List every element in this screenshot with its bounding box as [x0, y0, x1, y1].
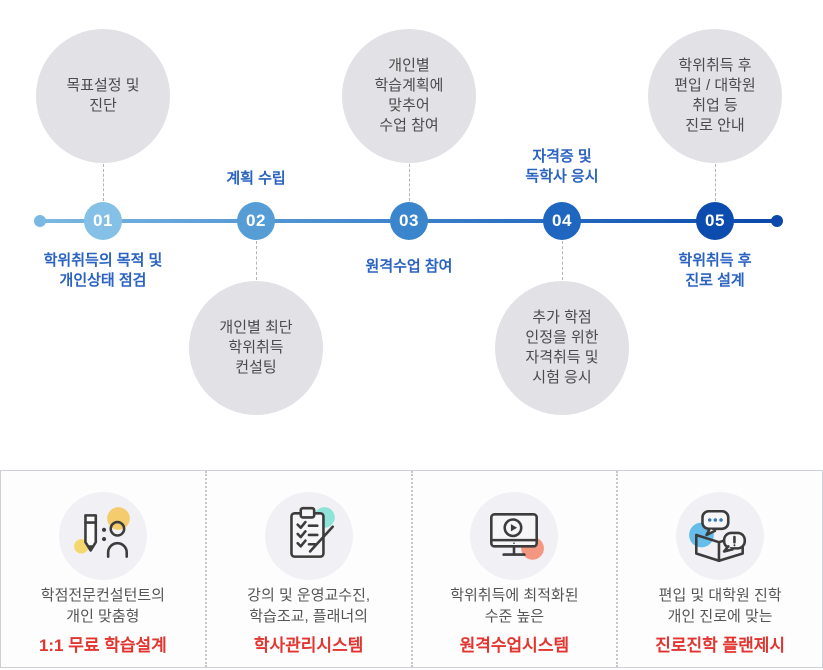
- monitor-play-icon: [470, 492, 559, 580]
- step-1-number: 01: [84, 202, 122, 240]
- feature-highlight: 1:1 무료 학습설계: [38, 635, 167, 655]
- feature-highlight: 학사관리시스템: [253, 635, 364, 655]
- step-2-connector: [256, 241, 257, 280]
- step-3-connector: [409, 164, 410, 201]
- step-3-bubble: 개인별 학습계획에 맞추어 수업 참여: [342, 29, 476, 163]
- step-2-label: 계획 수립: [226, 170, 286, 187]
- feature-card-learning-design: 학점전문컨설턴트의 개인 맞춤형 1:1 무료 학습설계: [1, 471, 205, 667]
- timeline-start-dot: [34, 215, 46, 227]
- step-5-connector: [715, 164, 716, 201]
- step-5-bubble: 학위취득 후 편입 / 대학원 취업 등 진로 안내: [648, 29, 782, 163]
- step-2-number: 02: [237, 202, 275, 240]
- feature-description: 편입 및 대학원 진학 개인 진로에 맞는: [658, 587, 782, 626]
- feature-description: 강의 및 운영교수진, 학습조교, 플래너의: [247, 587, 371, 626]
- feature-card-academic-system: 강의 및 운영교수진, 학습조교, 플래너의 학사관리시스템: [204, 471, 411, 667]
- step-3-label: 원격수업 참여: [365, 258, 453, 275]
- feature-box: 학점전문컨설턴트의 개인 맞춤형 1:1 무료 학습설계 강: [0, 470, 823, 668]
- feature-card-career-plan: 편입 및 대학원 진학 개인 진로에 맞는 진로진학 플랜제시: [616, 471, 822, 667]
- speech-bubbles-book-icon: [676, 492, 765, 580]
- step-5-number: 05: [696, 202, 734, 240]
- feature-description: 학점전문컨설턴트의 개인 맞춤형: [40, 587, 165, 626]
- pencil-person-icon: [58, 492, 147, 580]
- step-2-bubble: 개인별 최단 학위취득 컨설팅: [189, 281, 323, 415]
- feature-highlight: 원격수업시스템: [459, 635, 570, 655]
- feature-highlight: 진로진학 플랜제시: [655, 635, 786, 655]
- feature-card-remote-class: 학위취득에 최적화된 수준 높은 원격수업시스템: [410, 471, 617, 667]
- step-1-label: 학위취득의 목적 및 개인상태 점검: [43, 252, 163, 290]
- step-1-connector: [103, 164, 104, 201]
- step-4-connector: [562, 241, 563, 280]
- step-4-number: 04: [543, 202, 581, 240]
- feature-description: 학위취득에 최적화된 수준 높은: [450, 587, 579, 626]
- step-4-bubble: 추가 학점 인정을 위한 자격취득 및 시험 응시: [495, 281, 629, 415]
- timeline-end-dot: [771, 215, 783, 227]
- clipboard-checklist-icon: [264, 492, 353, 580]
- step-3-number: 03: [390, 202, 428, 240]
- step-4-label: 자격증 및 독학사 응시: [525, 148, 599, 186]
- step-1-bubble: 목표설정 및 진단: [36, 29, 170, 163]
- step-5-label: 학위취득 후 진로 설계: [678, 252, 752, 290]
